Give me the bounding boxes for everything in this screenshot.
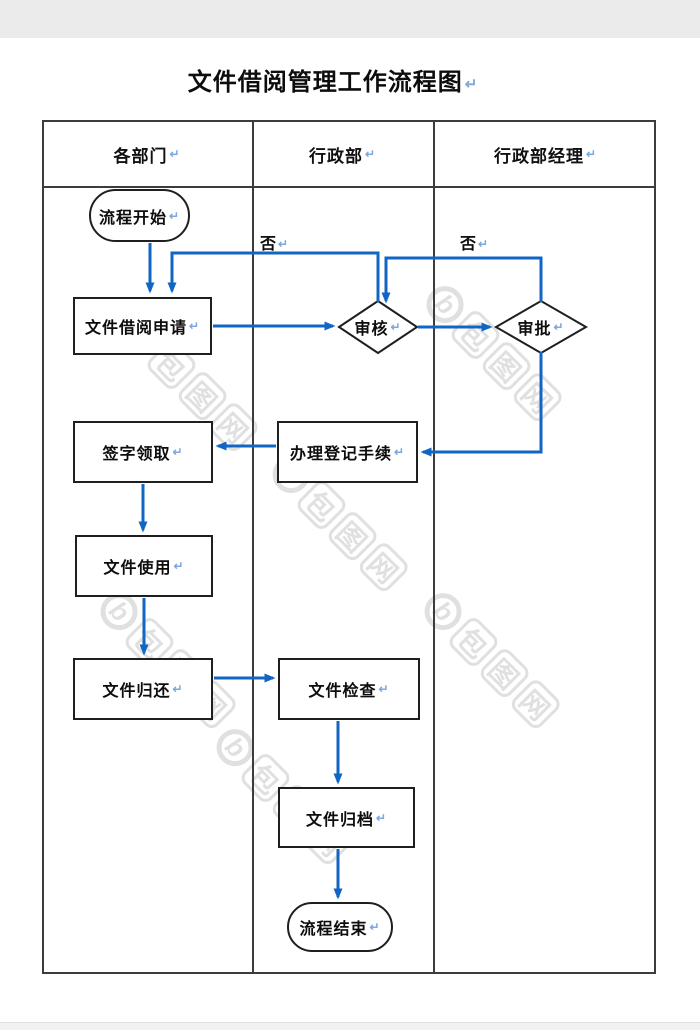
node-document-check: 文件检查↵: [278, 658, 420, 720]
paragraph-return-mark: ↵: [478, 237, 489, 251]
page-title-text: 文件借阅管理工作流程图: [187, 69, 463, 96]
paragraph-return-mark: ↵: [278, 237, 289, 251]
edge-label-review-no: 否↵: [260, 236, 289, 253]
edge-label-approve-no: 否↵: [460, 236, 489, 253]
lane-divider-1: [252, 122, 254, 972]
gray-strip-top: [0, 0, 700, 38]
node-document-return: 文件归还↵: [73, 658, 213, 720]
lane-header-departments: 各部门↵: [113, 146, 181, 166]
paragraph-return-mark: ↵: [172, 445, 184, 459]
paragraph-return-mark: ↵: [168, 208, 181, 223]
paragraph-return-mark: ↵: [172, 682, 184, 696]
page-title: 文件借阅管理工作流程图↵: [0, 62, 683, 97]
paragraph-return-mark: ↵: [585, 147, 598, 161]
paragraph-return-mark: ↵: [553, 320, 565, 334]
node-registration: 办理登记手续↵: [277, 421, 418, 483]
header-divider: [44, 186, 654, 188]
lane-header-admin-manager: 行政部经理↵: [493, 146, 598, 166]
paragraph-return-mark: ↵: [369, 920, 381, 934]
node-document-archive: 文件归档↵: [278, 787, 415, 848]
paragraph-return-mark: ↵: [188, 319, 201, 333]
paragraph-return-mark: ↵: [375, 810, 388, 825]
paragraph-return-mark: ↵: [464, 76, 479, 93]
node-document-use: 文件使用↵: [75, 535, 213, 597]
paragraph-return-mark: ↵: [390, 320, 402, 334]
paragraph-return-mark: ↵: [169, 147, 181, 161]
gray-strip-bottom: [0, 1022, 700, 1030]
paragraph-return-mark: ↵: [173, 559, 185, 573]
node-process-start: 流程开始↵: [89, 189, 190, 242]
lane-header-admin-dept: 行政部↵: [308, 146, 377, 166]
node-process-end: 流程结束↵: [287, 902, 393, 952]
paragraph-return-mark: ↵: [393, 445, 406, 459]
node-approve-label: 审批↵: [517, 320, 565, 338]
paragraph-return-mark: ↵: [378, 682, 390, 696]
node-sign-receive: 签字领取↵: [73, 421, 213, 483]
node-borrow-application: 文件借阅申请↵: [73, 297, 212, 355]
paragraph-return-mark: ↵: [364, 147, 377, 161]
node-review-label: 审核↵: [354, 320, 402, 338]
lane-divider-2: [433, 122, 435, 972]
swimlane-table: [42, 120, 656, 974]
